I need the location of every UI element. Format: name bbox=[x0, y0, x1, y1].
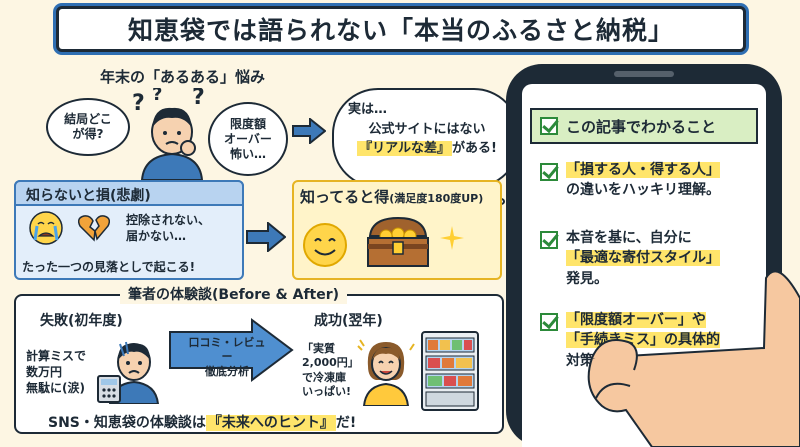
bubble-right-line: オーバー bbox=[224, 131, 272, 146]
checklist-item: 「損する人・得する人」 の違いをハッキリ理解。 bbox=[540, 160, 720, 201]
broken-heart-icon bbox=[77, 215, 111, 242]
success-text-line: 2,000円」 bbox=[302, 356, 359, 370]
bubble-left-line: が得? bbox=[72, 127, 104, 141]
checkbox-checked-icon bbox=[540, 231, 558, 249]
checklist-item-line: 「限度額オーバー」や bbox=[566, 312, 706, 328]
revelation-cloud: 実は… 公式サイトにはない 『リアルな差』がある! bbox=[332, 88, 520, 188]
gain-title-sub: (満足度180度UP) bbox=[389, 192, 484, 205]
svg-text:?: ? bbox=[192, 88, 205, 110]
success-description: 「実質 2,000円」 で冷凍庫 いっぱい! bbox=[302, 342, 359, 399]
svg-text:?: ? bbox=[132, 91, 145, 116]
loss-text-line: 届かない… bbox=[126, 229, 187, 244]
analysis-label: 口コミ・レビュー 徹底分析 bbox=[184, 336, 270, 379]
arrow-right-icon bbox=[292, 118, 326, 144]
loss-panel-title: 知らないと損(悲劇) bbox=[14, 180, 244, 206]
bubble-right-line: 限度額 bbox=[229, 116, 266, 131]
freezer-icon bbox=[421, 331, 479, 411]
checkbox-checked-icon bbox=[540, 163, 558, 181]
experience-heading: 筆者の体験談(Before & After) bbox=[120, 284, 348, 304]
cloud-line-3-rest: がある! bbox=[451, 141, 497, 156]
svg-text:?: ? bbox=[152, 88, 162, 105]
loss-footer: たった一つの見落としで起こる! bbox=[22, 260, 196, 274]
experience-footer-post: だ! bbox=[335, 415, 357, 431]
phone-speaker bbox=[614, 71, 674, 77]
page-title: 知恵袋では語られない「本当のふるさと納税」 bbox=[56, 6, 746, 52]
phone-header-label: この記事でわかること bbox=[566, 117, 717, 136]
experience-footer-pre: SNS・知恵袋の体験談は bbox=[48, 415, 206, 431]
bubble-right-line: 怖い… bbox=[229, 146, 266, 161]
failure-text-line: 計算ミスで bbox=[26, 349, 87, 363]
worried-person-icon: ? ? ? bbox=[132, 88, 205, 180]
analysis-label-line: 口コミ・レビュー bbox=[188, 336, 266, 364]
treasure-chest-icon bbox=[367, 216, 429, 267]
hand-icon bbox=[587, 270, 800, 447]
cloud-highlight: 『リアルな差』 bbox=[357, 141, 452, 156]
checkbox-checked-icon bbox=[540, 313, 558, 331]
phone-checklist-header: この記事でわかること bbox=[530, 108, 758, 144]
success-text-line: 「実質 bbox=[302, 342, 335, 355]
checkbox-checked-icon bbox=[540, 117, 558, 135]
experience-footer-highlight: 『未来へのヒント』 bbox=[205, 415, 336, 431]
bubble-left-line: 結局どこ bbox=[64, 112, 112, 126]
worry-heading: 年末の「あるある」悩み bbox=[100, 68, 266, 86]
happy-person-icon bbox=[357, 339, 415, 406]
checklist-item-line: 「最適な寄付スタイル」 bbox=[566, 250, 720, 267]
cloud-line-2: 公式サイトにはない bbox=[368, 121, 486, 137]
frustrated-person-icon bbox=[97, 341, 160, 404]
thought-bubble-left: 結局どこ が得? bbox=[46, 98, 130, 156]
success-text-line: で冷凍庫 bbox=[302, 370, 346, 384]
cloud-line-1: 実は… bbox=[348, 102, 388, 117]
checklist-item-line: 発見。 bbox=[566, 270, 608, 287]
crying-face-icon bbox=[29, 211, 63, 245]
failure-text-line: 無駄に(涙) bbox=[26, 381, 85, 396]
checklist-item: 本音を基に、自分に 「最適な寄付スタイル」 発見。 bbox=[540, 228, 720, 289]
checklist-item-line: の違いをハッキリ理解。 bbox=[566, 182, 720, 199]
thought-bubble-right: 限度額 オーバー 怖い… bbox=[208, 102, 288, 176]
checklist-item-line: 本音を基に、自分に bbox=[566, 230, 692, 246]
sparkle-icon bbox=[440, 226, 464, 250]
failure-text-line: 数万円 bbox=[26, 365, 63, 380]
loss-description: 控除されない、 届かない… bbox=[126, 212, 210, 244]
page-title-text: 知恵袋では語られない「本当のふるさと納税」 bbox=[127, 16, 674, 45]
experience-footer: SNS・知恵袋の体験談は『未来へのヒント』だ! bbox=[40, 412, 365, 432]
analysis-label-line: 徹底分析 bbox=[205, 364, 249, 378]
big-arrow-right-icon bbox=[169, 318, 294, 382]
smiling-face-icon bbox=[303, 223, 347, 267]
checklist-item-line: 「損する人・得する人」 bbox=[566, 162, 720, 178]
arrow-right-icon bbox=[246, 222, 286, 252]
cloud-line-3: 『リアルな差』がある! bbox=[348, 139, 506, 159]
success-title: 成功(翌年) bbox=[314, 313, 383, 329]
success-text-line: いっぱい! bbox=[302, 384, 352, 398]
loss-text-line: 控除されない、 bbox=[126, 213, 211, 227]
failure-description: 計算ミスで 数万円 無駄に(涙) bbox=[26, 348, 86, 397]
gain-panel-title: 知ってると得(満足度180度UP) bbox=[300, 186, 483, 207]
failure-title: 失敗(初年度) bbox=[40, 313, 123, 329]
gain-title-main: 知ってると得 bbox=[300, 188, 390, 206]
